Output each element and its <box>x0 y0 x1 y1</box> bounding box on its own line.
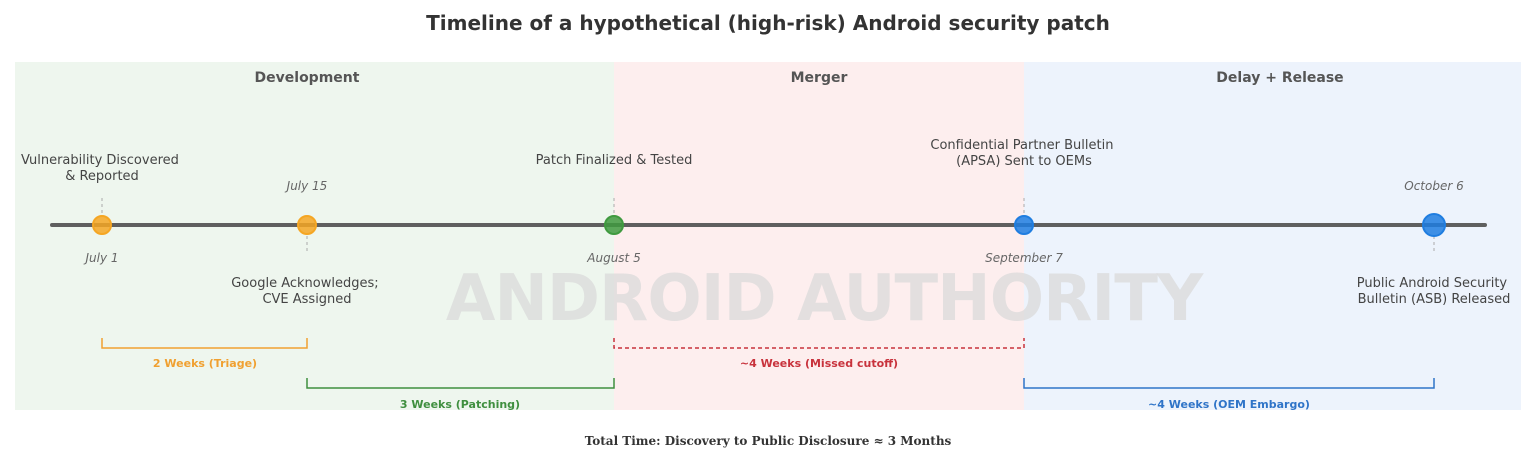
phase-label-delay-release: Delay + Release <box>1216 70 1343 86</box>
watermark-logo: ANDROID AUTHORITY <box>446 262 1204 336</box>
date-label-october-6: October 6 <box>1404 179 1464 193</box>
span-label-oem-embargo: ~4 Weeks (OEM Embargo) <box>1148 398 1310 411</box>
date-label-august-5: August 5 <box>586 251 640 265</box>
phase-label-merger: Merger <box>791 70 848 86</box>
span-bracket-triage <box>101 338 308 349</box>
span-bracket-patching <box>306 378 615 389</box>
event-marker-acknowledged <box>297 215 317 235</box>
event-marker-discovered <box>92 215 112 235</box>
date-label-september-7: September 7 <box>985 251 1063 265</box>
phase-background-merger <box>614 62 1024 410</box>
event-label-discovered: Vulnerability Discovered & Reported <box>21 153 183 184</box>
event-label-asb-released: Public Android Security Bulletin (ASB) R… <box>1357 276 1512 307</box>
span-label-patching: 3 Weeks (Patching) <box>400 398 520 411</box>
phase-background-development <box>15 62 614 410</box>
event-marker-asb-released <box>1422 213 1446 237</box>
span-label-missed-cutoff: ~4 Weeks (Missed cutoff) <box>740 357 898 370</box>
phase-label-development: Development <box>255 70 360 86</box>
span-label-triage: 2 Weeks (Triage) <box>153 357 257 370</box>
phase-background-delay-release <box>1024 62 1521 410</box>
diagram-title: Timeline of a hypothetical (high-risk) A… <box>426 11 1110 35</box>
span-bracket-oem-embargo <box>1023 378 1435 389</box>
total-time-footer: Total Time: Discovery to Public Disclosu… <box>585 434 952 448</box>
event-marker-patch-finalized <box>604 215 624 235</box>
event-label-apsa-sent: Confidential Partner Bulletin (APSA) Sen… <box>930 138 1117 169</box>
event-label-patch-finalized: Patch Finalized & Tested <box>536 153 693 168</box>
date-label-july-15: July 15 <box>285 179 328 193</box>
event-label-acknowledged: Google Acknowledges; CVE Assigned <box>231 276 383 307</box>
event-marker-apsa-sent <box>1014 215 1034 235</box>
date-label-july-1: July 1 <box>83 251 118 265</box>
